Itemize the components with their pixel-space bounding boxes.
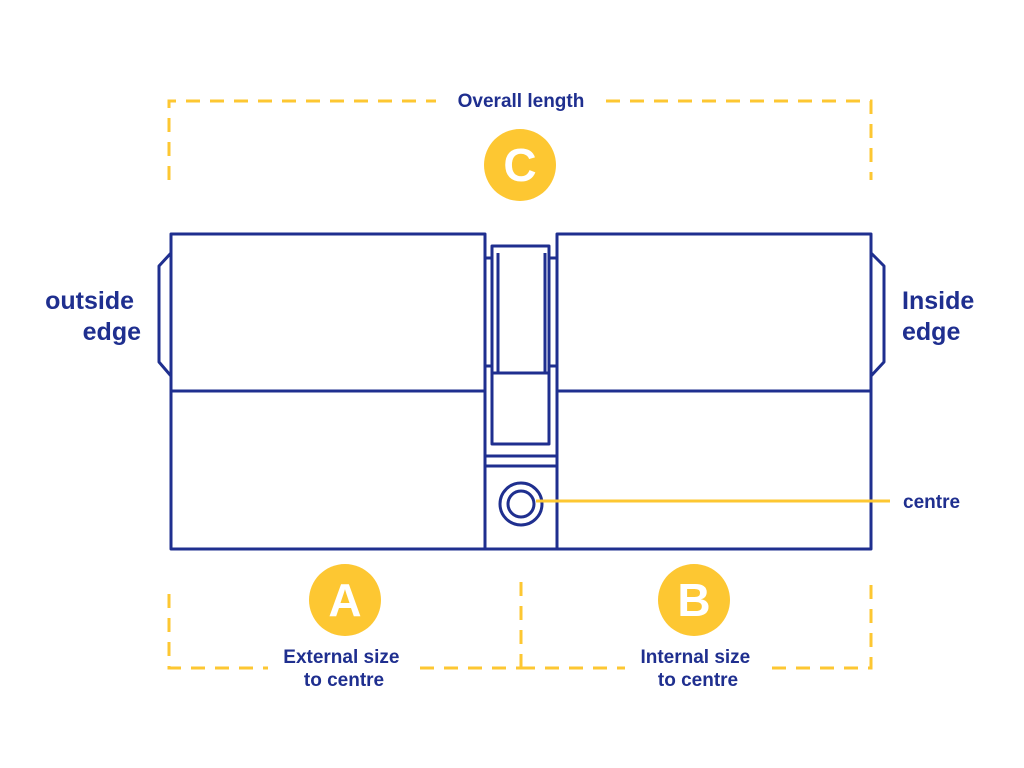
- outside-edge-label: outside edge: [45, 287, 141, 346]
- badge-c: C: [484, 129, 556, 201]
- outside-cam-tab: [157, 251, 173, 377]
- outside-edge-label-line2: edge: [83, 318, 141, 346]
- cam-blade: [490, 244, 551, 446]
- inside-edge-label: Inside edge: [902, 287, 981, 346]
- badge-b-letter: B: [677, 574, 710, 626]
- centre-label: centre: [903, 492, 960, 513]
- overall-length-bracket: [167, 99, 873, 180]
- badge-a-letter: A: [328, 574, 361, 626]
- external-size-label-line2: to centre: [304, 670, 384, 691]
- inside-cam-tab: [869, 251, 886, 378]
- lock-cylinder: [157, 232, 886, 551]
- internal-size-label-line2: to centre: [658, 670, 738, 691]
- inside-edge-label-line2: edge: [902, 318, 960, 346]
- internal-size-label: Internal size to centre: [640, 647, 755, 691]
- badge-a: A: [309, 564, 381, 636]
- overall-length-label: Overall length: [458, 91, 585, 112]
- badge-c-letter: C: [503, 139, 536, 191]
- badge-b: B: [658, 564, 730, 636]
- external-size-label-line1: External size: [283, 647, 399, 668]
- outside-edge-label-line1: outside: [45, 287, 134, 315]
- external-size-label: External size to centre: [283, 647, 404, 691]
- bottom-size-brackets: [167, 582, 873, 670]
- inside-barrel: [555, 232, 873, 551]
- centre-screw-hole: [498, 481, 544, 527]
- inside-edge-label-line1: Inside: [902, 287, 974, 315]
- internal-size-label-line1: Internal size: [640, 647, 750, 668]
